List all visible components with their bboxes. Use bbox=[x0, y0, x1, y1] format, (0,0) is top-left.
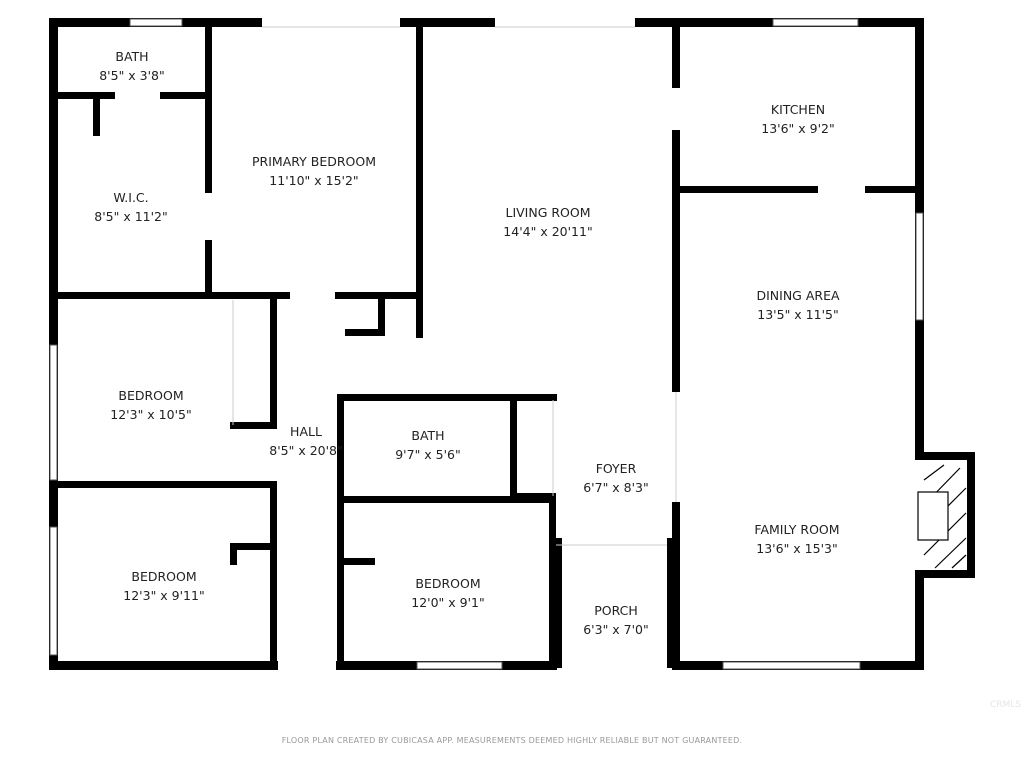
room-name: BEDROOM bbox=[131, 569, 197, 584]
room-size: 13'6" x 9'2" bbox=[761, 121, 835, 136]
room-label-foyer: FOYER 6'7" x 8'3" bbox=[583, 459, 649, 497]
room-size: 8'5" x 3'8" bbox=[99, 68, 165, 83]
watermark: CRMLS bbox=[990, 700, 1022, 710]
room-size: 8'5" x 20'8" bbox=[269, 443, 343, 458]
room-name: FAMILY ROOM bbox=[754, 522, 840, 537]
room-name: FOYER bbox=[595, 461, 637, 476]
room-label-living-room: LIVING ROOM 14'4" x 20'11" bbox=[503, 203, 592, 241]
room-name: BATH bbox=[115, 49, 149, 64]
room-label-kitchen: KITCHEN 13'6" x 9'2" bbox=[761, 100, 834, 138]
fireplace-icon bbox=[917, 464, 967, 569]
room-name: PORCH bbox=[594, 603, 638, 618]
openings bbox=[232, 26, 677, 546]
room-name: BEDROOM bbox=[415, 576, 481, 591]
room-size: 12'0" x 9'1" bbox=[411, 595, 485, 610]
room-name: LIVING ROOM bbox=[505, 205, 591, 220]
room-name: PRIMARY BEDROOM bbox=[252, 154, 376, 169]
room-size: 11'10" x 15'2" bbox=[269, 173, 359, 188]
room-size: 8'5" x 11'2" bbox=[94, 209, 168, 224]
room-name: HALL bbox=[290, 424, 322, 439]
room-label-bath-primary: BATH 8'5" x 3'8" bbox=[99, 47, 165, 85]
room-label-bedroom-3: BEDROOM 12'0" x 9'1" bbox=[411, 574, 484, 612]
room-label-porch: PORCH 6'3" x 7'0" bbox=[583, 601, 649, 639]
room-label-wic: W.I.C. 8'5" x 11'2" bbox=[94, 188, 167, 226]
room-label-bedroom-2: BEDROOM 12'3" x 9'11" bbox=[123, 567, 204, 605]
room-label-dining-area: DINING AREA 13'5" x 11'5" bbox=[756, 286, 839, 324]
room-name: KITCHEN bbox=[770, 102, 826, 117]
room-size: 14'4" x 20'11" bbox=[503, 224, 593, 239]
windows bbox=[49, 18, 924, 670]
room-size: 6'7" x 8'3" bbox=[583, 480, 649, 495]
room-label-bedroom-1: BEDROOM 12'3" x 10'5" bbox=[110, 386, 191, 424]
room-size: 6'3" x 7'0" bbox=[583, 622, 649, 637]
room-label-primary-bedroom: PRIMARY BEDROOM 11'10" x 15'2" bbox=[252, 152, 376, 190]
room-size: 13'5" x 11'5" bbox=[757, 307, 839, 322]
room-label-family-room: FAMILY ROOM 13'6" x 15'3" bbox=[754, 520, 839, 558]
room-size: 12'3" x 9'11" bbox=[123, 588, 205, 603]
footer-disclaimer: FLOOR PLAN CREATED BY CUBICASA APP. MEAS… bbox=[281, 736, 743, 745]
room-name: BEDROOM bbox=[118, 388, 184, 403]
room-name: BATH bbox=[411, 428, 445, 443]
room-name: W.I.C. bbox=[113, 190, 149, 205]
room-size: 9'7" x 5'6" bbox=[395, 447, 461, 462]
room-size: 12'3" x 10'5" bbox=[110, 407, 192, 422]
room-name: DINING AREA bbox=[756, 288, 840, 303]
room-size: 13'6" x 15'3" bbox=[756, 541, 838, 556]
room-label-bath-hall: BATH 9'7" x 5'6" bbox=[395, 426, 461, 464]
room-label-hall: HALL 8'5" x 20'8" bbox=[269, 422, 342, 460]
